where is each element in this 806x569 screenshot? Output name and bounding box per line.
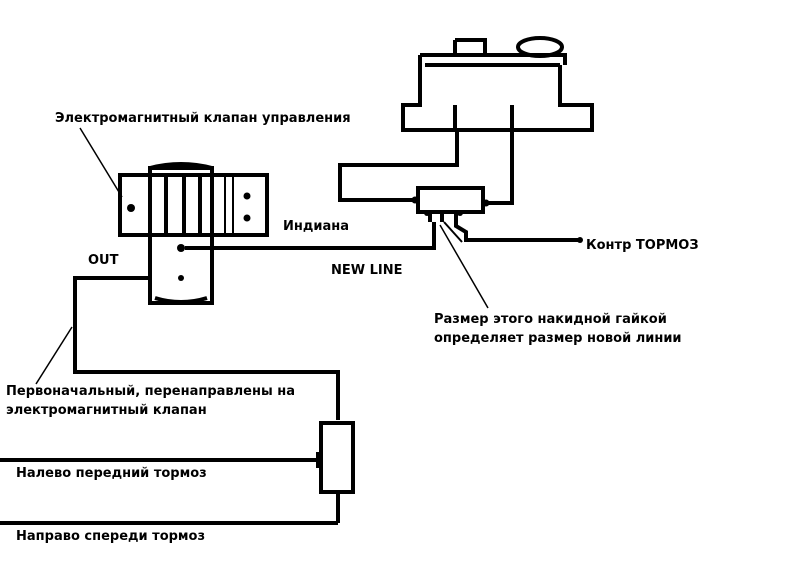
out-label: OUT [88, 253, 119, 268]
solenoid-title-label: Электромагнитный клапан управления [55, 111, 351, 126]
fitting-note-line1: Размер этого накидной гайкой [434, 312, 667, 327]
solenoid-valve [118, 162, 269, 305]
right-front-brake-label: Направо спереди тормоз [16, 529, 206, 544]
new-line-label: NEW LINE [331, 263, 403, 278]
port-icon [457, 210, 463, 216]
port-icon [178, 275, 184, 281]
original-note-line1: Первоначальный, перенаправлены на [6, 384, 295, 399]
original-note-line2: электромагнитный клапан [6, 403, 207, 418]
port-icon [577, 237, 583, 243]
port-icon [482, 199, 490, 207]
master-cylinder [401, 36, 594, 132]
indiana-label: Индиана [283, 219, 349, 234]
bolt-icon [243, 214, 251, 222]
proportioning-block [416, 186, 580, 243]
master-outlet-pipes [338, 130, 514, 205]
out-pipe [73, 276, 340, 420]
new-line-pipe [185, 222, 436, 250]
fitting-note-line2: определяет размер новой линии [434, 331, 682, 346]
port-icon [177, 244, 185, 252]
left-front-brake-label: Налево передний тормоз [16, 466, 207, 481]
distribution-tee [0, 421, 355, 525]
port-icon [424, 210, 430, 216]
port-icon [411, 196, 419, 204]
leader-lines [35, 127, 489, 385]
bolt-icon [243, 192, 251, 200]
bolt-icon [127, 204, 135, 212]
bolts [127, 192, 583, 281]
kontr-tormoz-label: Контр ТОРМОЗ [586, 238, 699, 253]
